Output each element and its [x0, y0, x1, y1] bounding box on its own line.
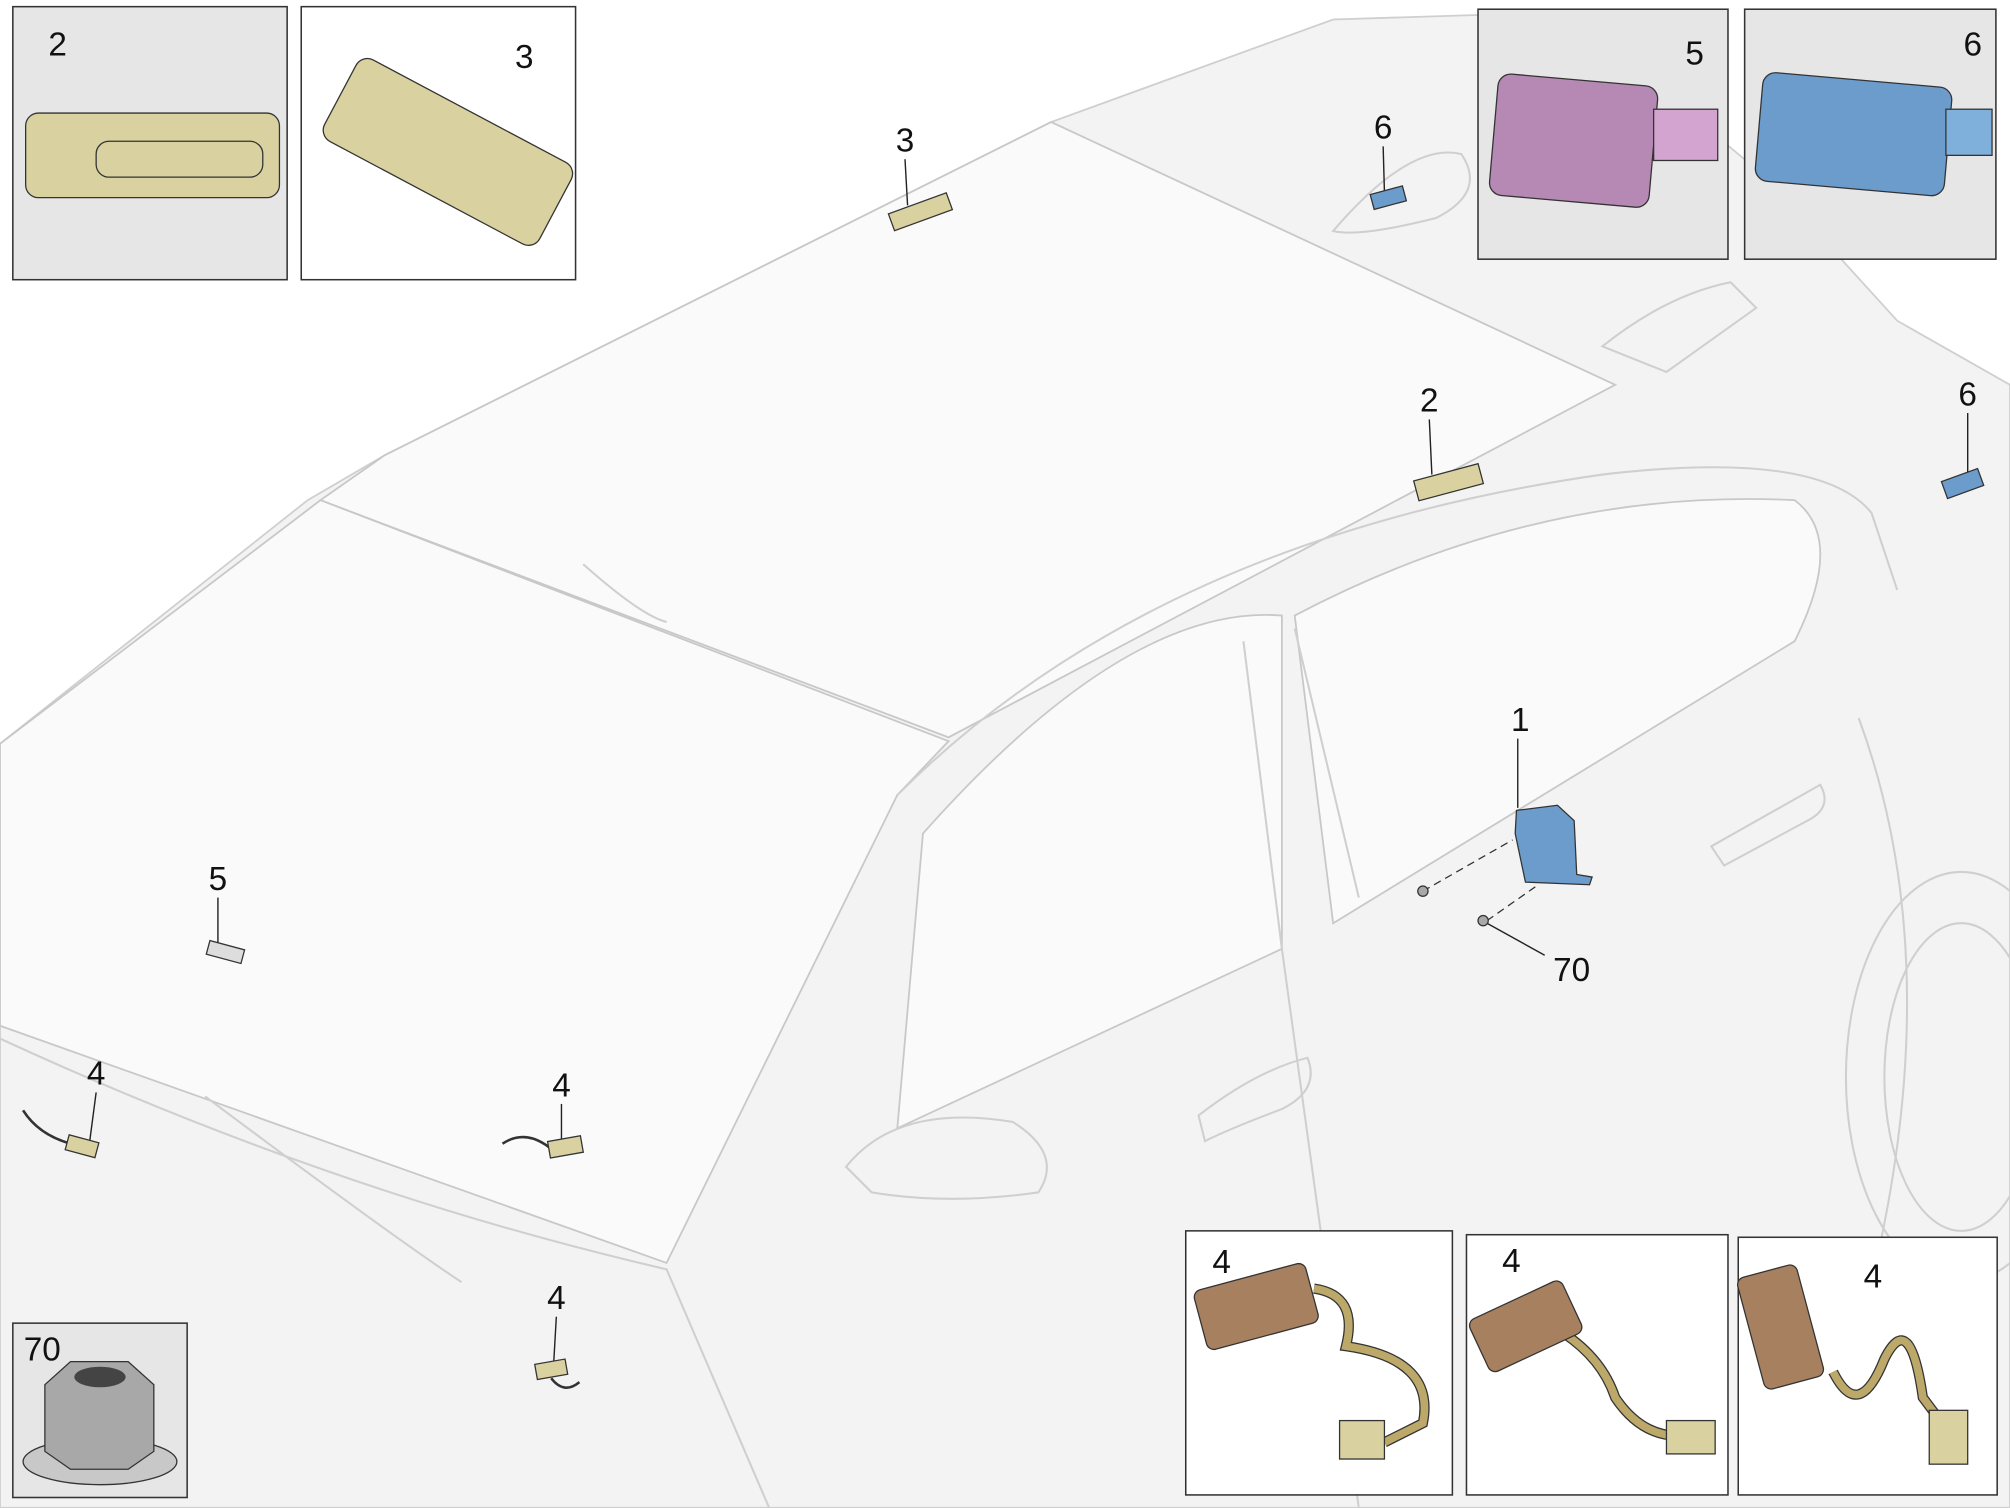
callout-6-roof[interactable]: 6 [1369, 110, 1408, 211]
inset-label: 5 [1685, 35, 1704, 72]
callout-label: 70 [1553, 952, 1590, 989]
sensor-part [1940, 467, 1985, 500]
nut-part [1477, 914, 1489, 927]
inset-4-b: 4 [1465, 1233, 1729, 1496]
inset-3: 3 [300, 5, 577, 281]
callout-4-bottom[interactable]: 4 [533, 1280, 581, 1389]
inset-label: 3 [515, 39, 534, 76]
callout-label: 4 [552, 1067, 571, 1104]
inset-label: 4 [1502, 1243, 1521, 1280]
inset-label: 70 [24, 1331, 61, 1368]
sensor-part [533, 1358, 569, 1381]
inset-4-c: 4 [1736, 1236, 1998, 1496]
cabin-sensor-part [1412, 462, 1485, 502]
callout-label: 1 [1511, 702, 1530, 739]
callout-4-left[interactable]: 4 [21, 1056, 106, 1159]
callout-3[interactable]: 3 [887, 123, 954, 232]
callout-1[interactable]: 1 [1417, 702, 1593, 922]
callout-label: 4 [87, 1056, 106, 1093]
callout-label: 4 [547, 1280, 566, 1317]
inset-label: 4 [1212, 1244, 1231, 1281]
car-outline [0, 12, 2010, 1508]
callout-4-center[interactable]: 4 [501, 1067, 585, 1159]
sensor-part [1369, 185, 1408, 211]
callout-label: 6 [1374, 110, 1393, 147]
callout-70[interactable]: 70 [1477, 914, 1590, 989]
callout-label: 3 [896, 123, 915, 160]
inset-4-a: 4 [1184, 1230, 1454, 1496]
inset-2: 2 [12, 5, 288, 281]
callout-label: 5 [209, 861, 228, 898]
sensor-part [64, 1134, 100, 1159]
control-unit-part [1514, 804, 1593, 886]
callout-label: 2 [1420, 383, 1439, 420]
cabin-sensor-part [887, 191, 954, 232]
inset-70: 70 [12, 1322, 188, 1499]
callout-label: 6 [1958, 376, 1977, 413]
callout-5[interactable]: 5 [205, 861, 246, 965]
inset-6: 6 [1743, 8, 1997, 260]
inset-5: 5 [1477, 8, 1729, 260]
sensor-part [205, 939, 246, 965]
sensor-part [546, 1135, 585, 1159]
inset-label: 6 [1964, 26, 1983, 63]
callout-2[interactable]: 2 [1412, 383, 1485, 502]
inset-label: 4 [1864, 1258, 1883, 1295]
callout-6-rear[interactable]: 6 [1940, 376, 1985, 500]
inset-label: 2 [48, 26, 67, 63]
